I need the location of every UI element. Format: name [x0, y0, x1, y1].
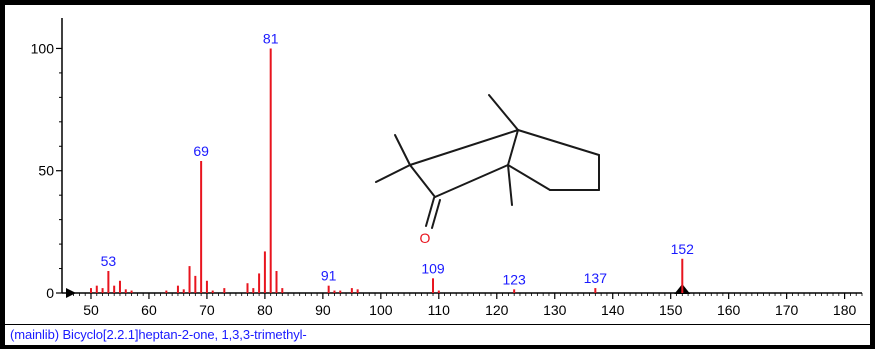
x-tick-label: 140: [601, 302, 625, 318]
bond: [394, 134, 411, 166]
x-tick-label: 100: [369, 302, 393, 318]
x-tick-label: 160: [717, 302, 741, 318]
oxygen-label: O: [420, 230, 431, 246]
double-bond: [425, 197, 435, 227]
x-tick-label: 120: [485, 302, 509, 318]
peak-labels: 53 69 81 91 109 123 137 152: [101, 30, 695, 287]
x-tick-label: 180: [833, 302, 857, 318]
x-tick-label: 170: [775, 302, 799, 318]
caption-divider: [5, 324, 870, 325]
peak-label: 123: [502, 271, 526, 287]
x-tick-label: 70: [199, 302, 215, 318]
peak-label: 109: [421, 260, 445, 276]
peak-bars: [89, 48, 684, 293]
bond: [409, 129, 519, 166]
peak-label: 53: [101, 253, 117, 269]
spectrum-caption: (mainlib) Bicyclo[2.2.1]heptan-2-one, 1,…: [10, 327, 307, 342]
bond: [488, 94, 519, 131]
peak-label: 69: [193, 143, 209, 159]
peak-label: 152: [671, 241, 695, 257]
bond: [517, 129, 600, 156]
bond: [507, 164, 551, 191]
double-bond: [431, 199, 441, 229]
bond: [375, 164, 411, 183]
axis-arrow-left: [66, 288, 76, 298]
bond: [409, 164, 436, 198]
bond: [507, 129, 519, 166]
peak-label: 137: [584, 270, 608, 286]
bond: [507, 164, 513, 206]
x-tick-label: 110: [428, 302, 451, 318]
y-tick-label: 50: [38, 163, 54, 179]
y-tick-label: 100: [31, 40, 55, 56]
x-tick-label: 150: [659, 302, 683, 318]
peak-label: 91: [321, 268, 337, 284]
bond: [434, 164, 509, 198]
x-tick-label: 130: [543, 302, 567, 318]
y-tick-label: 0: [46, 285, 54, 301]
x-tick-label: 90: [315, 302, 331, 318]
peak-label: 81: [263, 30, 279, 46]
x-tick-label: 60: [141, 302, 157, 318]
molecule-structure: O: [375, 94, 600, 246]
chart-axes: 0 50 100 50 60 70 80 90 100 110 120 130 140 150 160 170…: [31, 18, 863, 318]
x-tick-label: 80: [257, 302, 273, 318]
x-tick-label: 50: [83, 302, 99, 318]
